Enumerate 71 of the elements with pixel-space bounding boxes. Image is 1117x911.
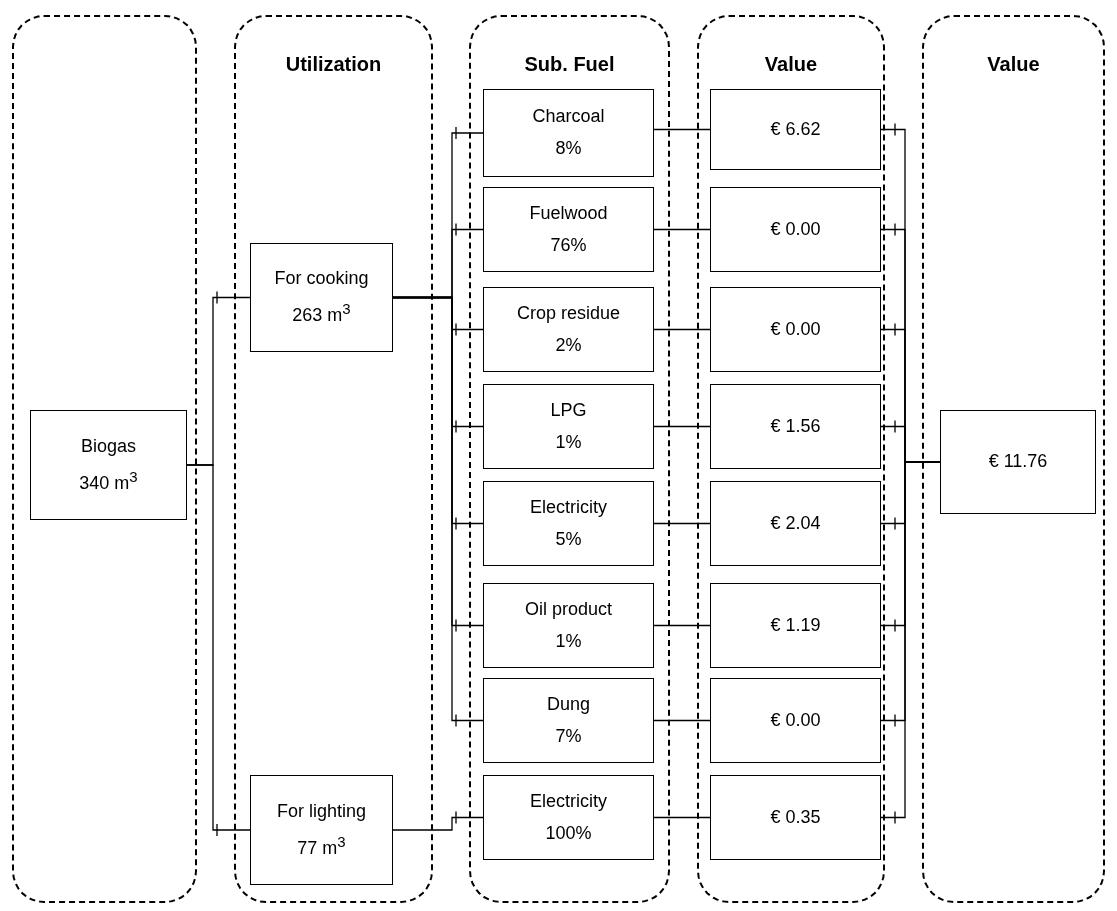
node-label: For lighting bbox=[276, 801, 366, 822]
node-value: 7% bbox=[555, 726, 582, 747]
node-label: € 6.62 bbox=[770, 119, 821, 140]
dashed-group-frame bbox=[234, 15, 433, 903]
connector-line bbox=[653, 228, 711, 231]
value-box bbox=[30, 410, 187, 520]
node-value: 5% bbox=[555, 529, 582, 550]
connector-line bbox=[653, 425, 711, 428]
connector-line bbox=[653, 719, 711, 722]
value-box bbox=[483, 775, 654, 860]
node-label: Charcoal bbox=[532, 107, 605, 127]
value-box bbox=[483, 89, 654, 177]
node-value: 2% bbox=[555, 335, 582, 356]
value-box bbox=[250, 243, 393, 352]
node-value: 263 m$^{3}$ bbox=[292, 301, 351, 326]
value-box bbox=[710, 287, 881, 372]
node-label: For cooking bbox=[274, 269, 369, 289]
node-value: 340 m$^{3}$ bbox=[79, 468, 138, 494]
node-value: 1% bbox=[555, 631, 582, 652]
node-value: 77 m$^{3}$ bbox=[297, 833, 346, 859]
node-label: Fuelwood bbox=[529, 203, 608, 224]
value-box bbox=[483, 583, 654, 668]
value-box bbox=[940, 410, 1096, 514]
node-value: 8% bbox=[555, 139, 582, 159]
value-box bbox=[483, 481, 654, 566]
column-heading: Value bbox=[987, 53, 1040, 76]
node-label: € 2.04 bbox=[770, 513, 821, 534]
connector-line bbox=[653, 624, 711, 627]
node-label: € 11.76 bbox=[988, 452, 1048, 472]
column-heading: Value bbox=[764, 53, 818, 76]
node-label: € 0.35 bbox=[770, 807, 821, 828]
node-label: € 1.56 bbox=[770, 416, 821, 437]
node-label: € 0.00 bbox=[770, 319, 821, 340]
value-box bbox=[710, 775, 881, 860]
connector-line bbox=[653, 522, 711, 525]
connector-line bbox=[186, 464, 251, 837]
column-heading: Utilization bbox=[285, 53, 382, 76]
node-label: € 0.00 bbox=[770, 710, 821, 731]
dashed-group-frame bbox=[922, 15, 1105, 903]
dashed-group-frame bbox=[697, 15, 885, 903]
value-box bbox=[483, 678, 654, 763]
node-label: Biogas bbox=[80, 436, 136, 457]
dashed-group-frame bbox=[469, 15, 670, 903]
value-box bbox=[483, 384, 654, 469]
value-box bbox=[710, 187, 881, 272]
dashed-group-frame bbox=[12, 15, 197, 903]
value-box bbox=[250, 775, 393, 885]
node-label: € 1.19 bbox=[770, 615, 821, 636]
node-label: Dung bbox=[547, 694, 590, 715]
node-label: LPG bbox=[550, 400, 587, 421]
value-box bbox=[710, 384, 881, 469]
node-label: Electricity bbox=[530, 497, 607, 518]
connector-line bbox=[392, 296, 484, 728]
connector-line bbox=[653, 328, 711, 331]
node-value: 1% bbox=[555, 432, 582, 453]
node-label: Oil product bbox=[524, 599, 612, 620]
value-box bbox=[710, 583, 881, 668]
connector-line bbox=[392, 810, 484, 831]
connector-line bbox=[653, 128, 711, 131]
node-label: € 0.00 bbox=[770, 219, 821, 240]
node-value: 76% bbox=[550, 235, 587, 256]
column-heading: Sub. Fuel bbox=[524, 53, 615, 76]
node-value: 100% bbox=[545, 823, 592, 844]
node-label: Crop residue bbox=[516, 303, 621, 324]
value-box bbox=[710, 481, 881, 566]
node-label: Electricity bbox=[530, 791, 607, 812]
value-box bbox=[710, 678, 881, 763]
value-box bbox=[483, 187, 654, 272]
value-box bbox=[710, 89, 881, 170]
connector-line bbox=[653, 816, 711, 819]
value-box bbox=[483, 287, 654, 372]
